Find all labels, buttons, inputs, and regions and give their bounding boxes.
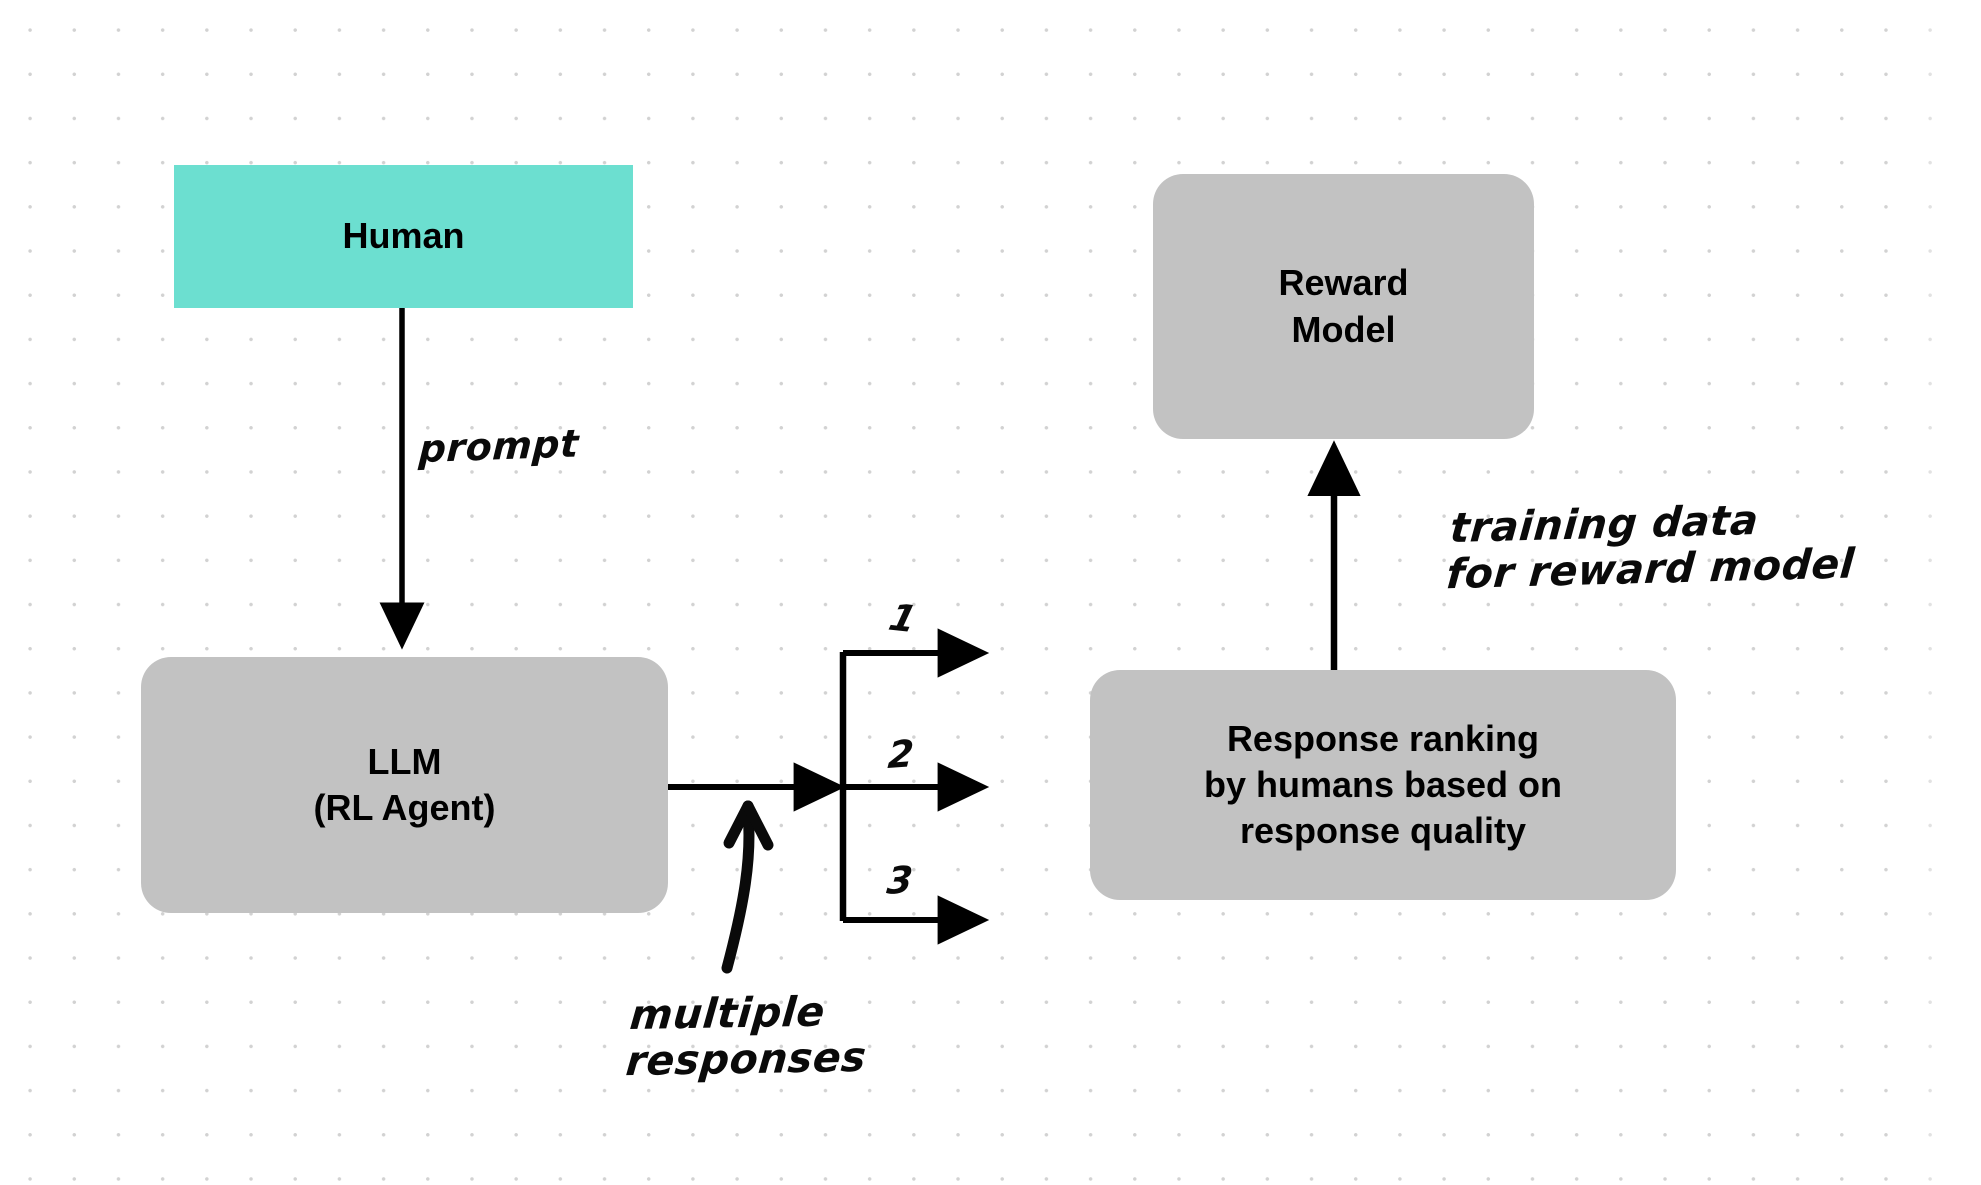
branch-label-2: 2	[886, 731, 916, 778]
annotation-training-data-for-reward-model: training data for reward model	[1444, 495, 1857, 599]
branch-label-3: 3	[885, 858, 915, 903]
annotation-prompt: prompt	[417, 421, 580, 472]
node-human[interactable]: Human	[174, 165, 633, 308]
node-reward-model[interactable]: Reward Model	[1153, 174, 1534, 439]
annotation-multiple-responses: multiple responses	[623, 987, 869, 1086]
node-response-ranking[interactable]: Response ranking by humans based on resp…	[1090, 670, 1676, 900]
node-llm-rl-agent[interactable]: LLM (RL Agent)	[141, 657, 668, 913]
